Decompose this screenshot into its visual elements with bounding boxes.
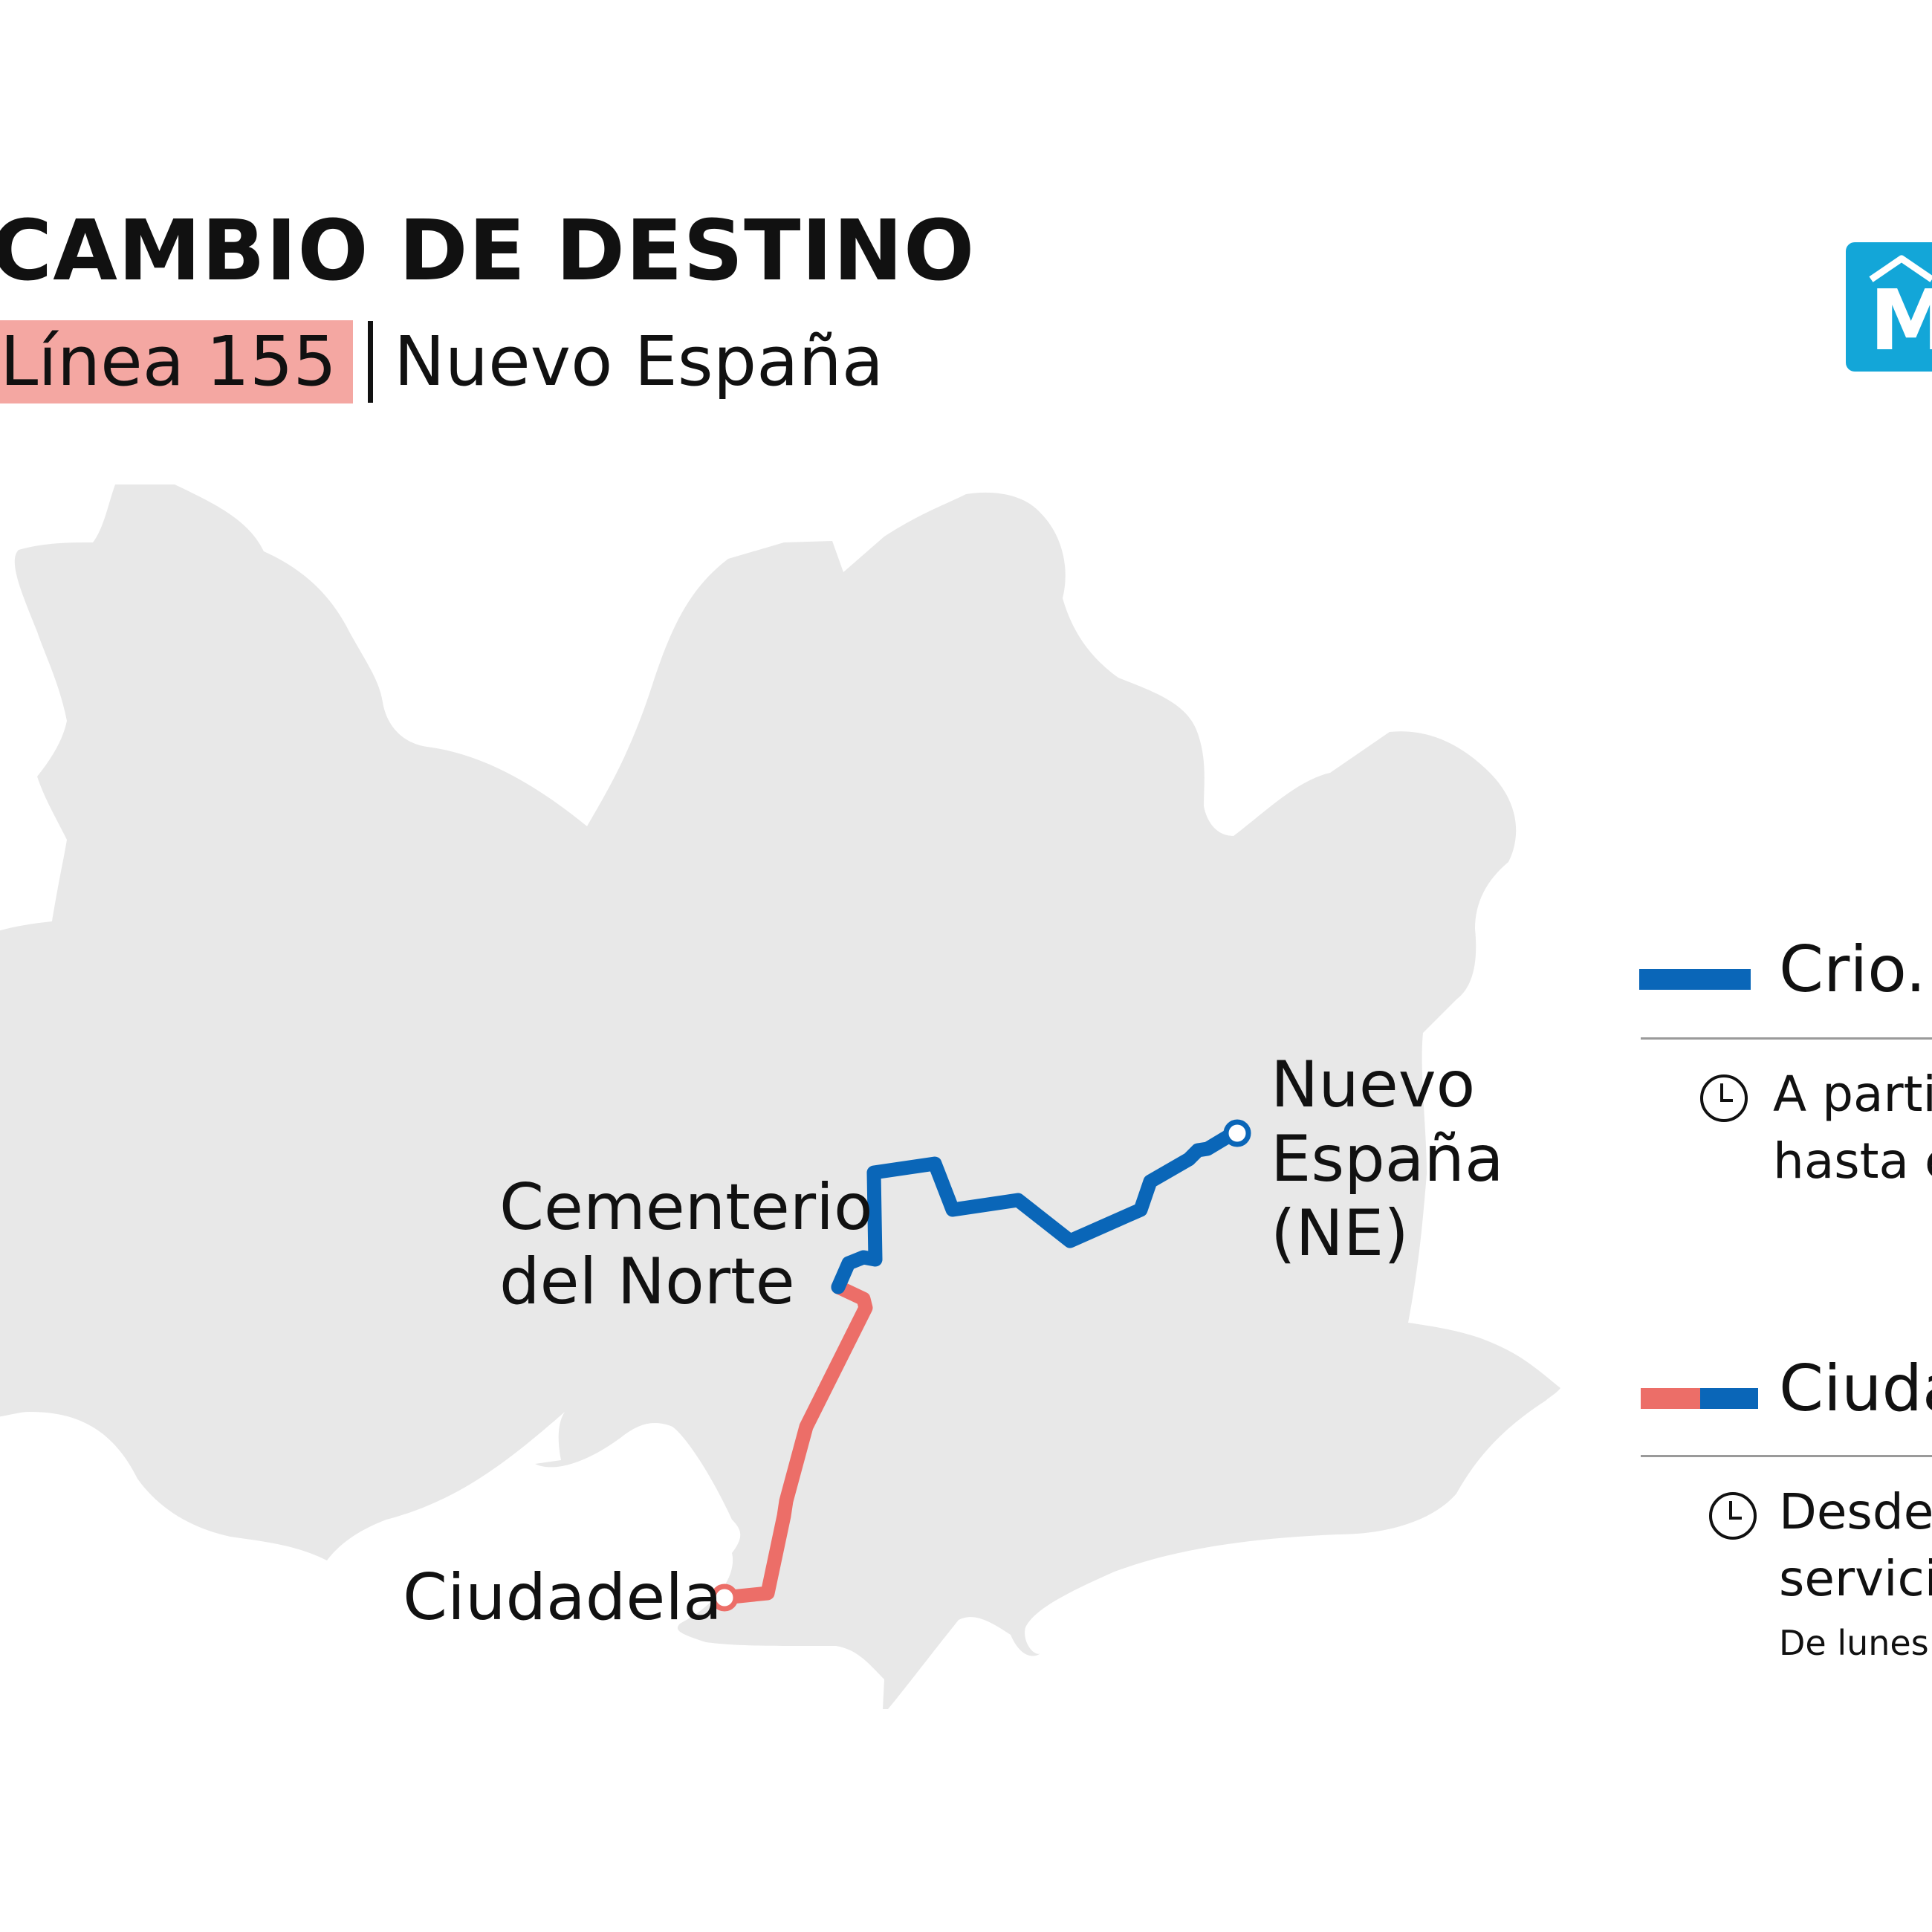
destination-name: Nuevo España xyxy=(393,322,884,401)
house-roof-icon xyxy=(1869,255,1932,282)
legend-divider-2 xyxy=(1641,1455,1932,1457)
label-nuevo-espana: Nuevo España (NE) xyxy=(1271,1048,1504,1271)
line-badge: Línea 155 xyxy=(0,320,353,403)
legend-swatch-red xyxy=(1641,1388,1700,1409)
page-title: CAMBIO DE DESTINO xyxy=(0,203,976,299)
legend-swatch-blue xyxy=(1639,969,1751,990)
logo-letter: M xyxy=(1870,273,1932,369)
label-cementerio-del-norte: Cementerio del Norte xyxy=(499,1170,873,1319)
blue-route-line xyxy=(831,1126,1241,1294)
red-route-line xyxy=(717,1280,873,1605)
nuevo-espana-stop-marker xyxy=(1223,1119,1251,1147)
ciudadela-stop-marker xyxy=(710,1583,739,1612)
legend-divider-1 xyxy=(1641,1037,1932,1040)
legend-route2-small: De lunes xyxy=(1779,1623,1929,1663)
clock-icon xyxy=(1709,1492,1757,1540)
clock-icon xyxy=(1700,1074,1748,1122)
legend-swatch-blue-2 xyxy=(1700,1388,1758,1409)
label-ciudadela: Ciudadela xyxy=(403,1560,722,1635)
legend-route2-text: Desde servici xyxy=(1779,1483,1932,1607)
brand-logo: M xyxy=(1846,242,1932,372)
legend-route1-text: A partir hasta e xyxy=(1773,1066,1932,1190)
legend-route1-label: Crio. d xyxy=(1779,933,1932,1007)
montevideo-land-area xyxy=(0,484,1560,1709)
route-subtitle: Línea 155 Nuevo España xyxy=(0,320,884,403)
legend-route2-label: Ciuda xyxy=(1779,1352,1932,1426)
title-separator xyxy=(367,321,373,403)
